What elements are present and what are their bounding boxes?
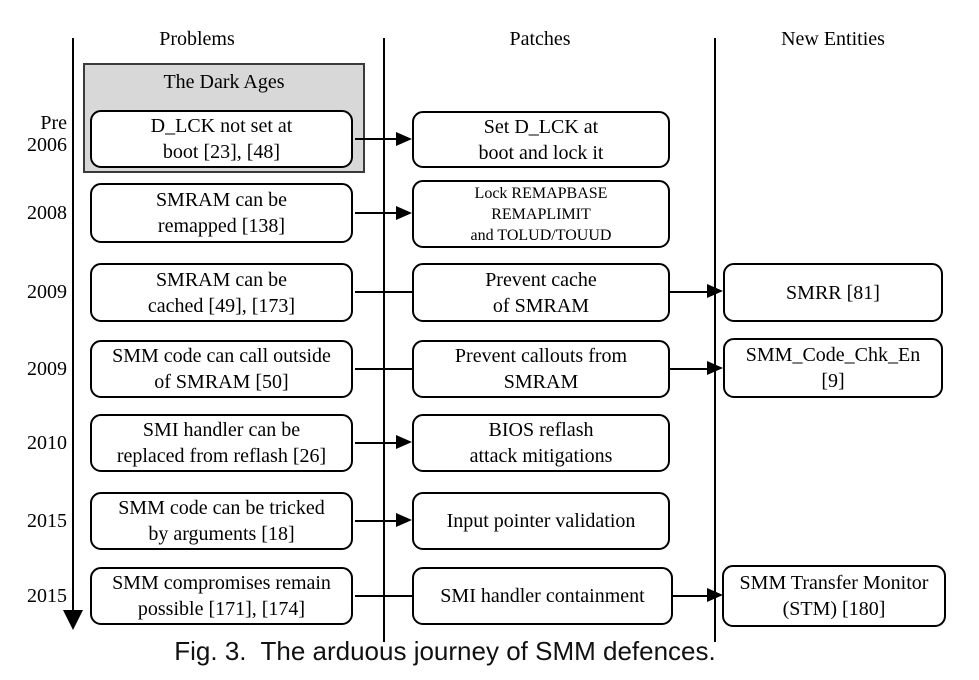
entity-box-line: [9] [821,370,845,392]
patch-box: SMI handler containment [412,567,673,625]
year-line: 2015 [27,510,67,532]
column-header-patches: Patches [509,28,571,50]
arrowhead-icon [396,435,412,449]
problem-box-line: SMM code can call outside [112,345,331,367]
problem-box-line: cached [49], [173] [147,294,296,317]
problem-box: SMRAM can be cached [49], [173] [90,263,353,322]
year-line: 2009 [27,281,67,303]
connector-line [673,595,708,597]
timeline-axis [72,38,74,612]
patch-box: Set D_LCK at boot and lock it [412,111,670,168]
patch-box-line: BIOS reflash [488,419,594,441]
connector-line [355,138,397,140]
figure-caption: Fig. 3. The arduous journey of SMM defen… [174,636,716,666]
patch-box: Prevent callouts from SMRAM [412,340,670,398]
connector-line [355,212,397,214]
year-line: 2010 [27,432,67,454]
problem-box-line: SMRAM can be [155,189,288,211]
entity-box: SMRR [81] [723,263,943,322]
problem-box: SMM code can call outside of SMRAM [50] [90,340,353,398]
entity-box-line: SMM Transfer Monitor [739,572,929,594]
patch-box-line: boot and lock it [478,141,604,164]
problem-box-line: SMM code can be tricked [118,497,325,519]
timeline-arrowhead-icon [63,610,83,630]
problem-box: D_LCK not set at boot [23], [48] [90,110,353,168]
connector-line [355,595,412,597]
patch-box-line: Prevent cache [485,268,597,291]
patch-box-line: SMRAM [503,371,579,393]
problem-box-line: boot [23], [48] [162,141,281,163]
year-label: Pre 2006 [8,112,67,156]
problem-box-line: SMI handler can be [142,419,301,441]
patch-box-line: and TOLUD/TOUUD [470,226,612,244]
column-header-problems: Problems [159,28,235,50]
patch-box: BIOS reflash attack mitigations [412,414,670,472]
arrowhead-icon [396,206,412,220]
year-label: 2015 [8,585,67,607]
patch-box-line: Set D_LCK at [483,115,599,138]
year-label: 2008 [8,202,67,224]
connector-line [355,442,397,444]
problem-box-line: SMM compromises remain [112,572,331,594]
arrowhead-icon [396,513,412,527]
problem-box-line: by arguments [18] [148,523,295,545]
patch-box-line: attack mitigations [469,445,613,467]
entity-box-line: (STM) [180] [782,598,886,620]
patch-box-line: SMI handler containment [440,585,645,607]
problem-box-line: D_LCK not set at [150,115,293,137]
connector-line [355,520,397,522]
year-line: 2015 [27,585,67,607]
year-label: 2015 [8,510,67,532]
problem-box: SMI handler can be replaced from reflash… [90,414,353,472]
entity-box-line: SMM_Code_Chk_En [745,344,921,366]
connector-line [670,368,708,370]
year-line: 2008 [27,202,67,224]
patch-box-line: REMAPLIMIT [491,205,591,223]
problem-box-line: replaced from reflash [26] [116,445,327,467]
patch-box-line: of SMRAM [492,294,590,317]
problem-box: SMRAM can be remapped [138] [90,183,353,243]
column-header-new-entities: New Entities [781,28,885,50]
entity-box: SMM_Code_Chk_En [9] [723,338,943,398]
problem-box-line: possible [171], [174] [137,598,306,620]
year-label: 2010 [8,432,67,454]
problem-box-line: remapped [138] [157,215,286,237]
entity-box: SMM Transfer Monitor (STM) [180] [722,565,946,627]
patch-box: Prevent cache of SMRAM [412,263,670,322]
patch-box-line: Lock REMAPBASE [474,184,608,202]
year-line: Pre [40,112,67,134]
connector-line [355,368,412,370]
problem-box: SMM compromises remain possible [171], [… [90,567,353,625]
patch-box-line: Prevent callouts from [454,345,628,367]
problem-box-line: SMRAM can be [155,268,288,291]
entity-box-line: SMRR [81] [786,281,880,304]
year-line: 2009 [27,358,67,380]
column-divider-right [714,38,716,642]
patch-box: Lock REMAPBASE REMAPLIMIT and TOLUD/TOUU… [412,180,670,248]
patch-box-line: Input pointer validation [446,510,636,532]
dark-ages-label: The Dark Ages [163,71,285,93]
year-label: 2009 [8,281,67,303]
problem-box: SMM code can be tricked by arguments [18… [90,492,353,550]
year-line: 2006 [27,134,67,156]
arrowhead-icon [396,132,412,146]
year-label: 2009 [8,358,67,380]
problem-box-line: of SMRAM [50] [154,371,289,393]
connector-line [355,291,412,293]
column-divider-left [383,38,385,642]
patch-box: Input pointer validation [412,492,670,550]
connector-line [670,291,708,293]
